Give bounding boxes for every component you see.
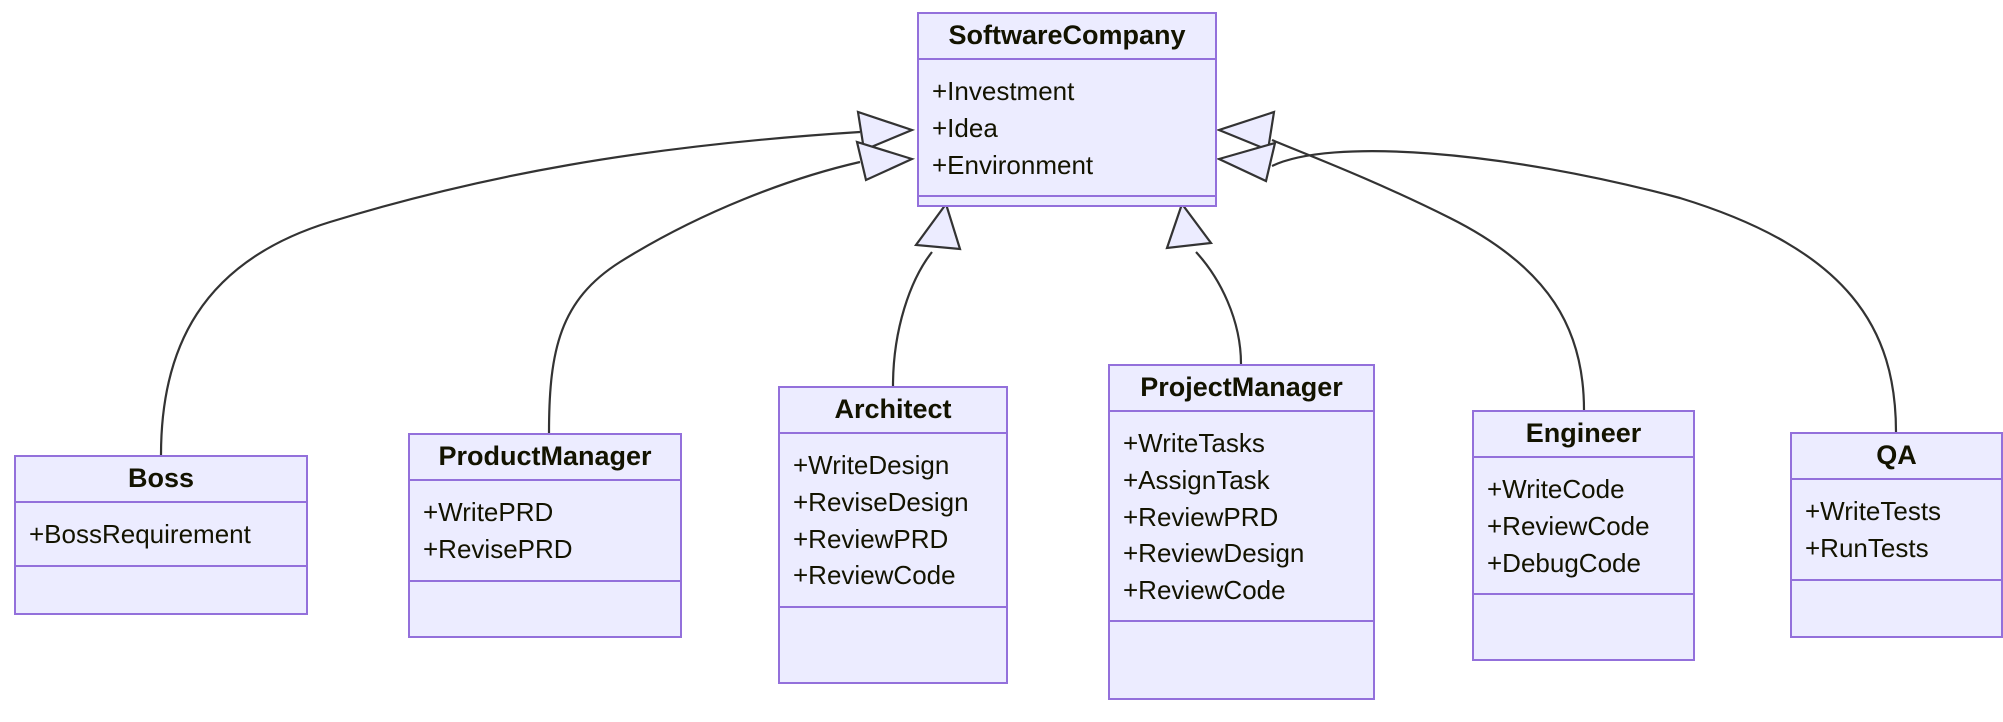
compartment-divider (16, 501, 306, 504)
class-title-qa: QA (1876, 440, 1917, 470)
compartment-divider (1792, 578, 2001, 581)
class-node-productmanager[interactable]: ProductManager +WritePRD +RevisePRD (408, 433, 682, 638)
class-attribute: +WriteTests (1805, 496, 1942, 527)
compartment-divider (16, 564, 306, 567)
compartment-divider (1110, 410, 1373, 413)
class-attributes-productmanager: +WritePRD +RevisePRD (410, 481, 680, 579)
class-title-engineer: Engineer (1525, 418, 1642, 448)
class-title-architect: Architect (834, 394, 952, 424)
class-attribute: +WriteDesign (793, 450, 950, 481)
class-methods-qa (1792, 581, 2001, 630)
arrowhead-engineer (1215, 110, 1276, 152)
class-attribute: +WriteCode (1487, 474, 1625, 505)
class-methods-engineer (1474, 595, 1693, 644)
class-attribute: +ReviewCode (1123, 574, 1286, 605)
class-attribute: +ReviewDesign (1123, 538, 1305, 569)
class-methods-projectmanager (1110, 622, 1373, 671)
arrowhead-qa (1215, 141, 1277, 183)
class-attribute: +Idea (932, 112, 998, 143)
compartment-divider (410, 479, 680, 482)
class-attributes-boss: +BossRequirement (16, 503, 306, 565)
class-attributes-projectmanager: +WriteTasks +AssignTask +ReviewPRD +Revi… (1110, 412, 1373, 620)
class-methods-productmanager (410, 582, 680, 631)
class-node-engineer[interactable]: Engineer +WriteCode +ReviewCode +DebugCo… (1472, 410, 1695, 661)
class-methods-boss (16, 567, 306, 616)
compartment-divider (1110, 620, 1373, 623)
class-attribute: +ReviewPRD (793, 523, 949, 554)
class-node-architect[interactable]: Architect +WriteDesign +ReviseDesign +Re… (778, 386, 1008, 684)
class-title-softwarecompany: SoftwareCompany (948, 20, 1186, 50)
class-attribute: +ReviewPRD (1123, 501, 1279, 532)
class-attribute: +ReviseDesign (793, 486, 969, 517)
class-attribute: +ReviewCode (1487, 510, 1650, 541)
class-attributes-softwarecompany: +Investment +Idea +Environment (919, 60, 1215, 195)
arrowhead-productmanager (855, 140, 916, 182)
class-attribute: +RunTests (1805, 532, 1929, 563)
compartment-divider (780, 605, 1006, 608)
class-title-productmanager: ProductManager (438, 441, 652, 471)
class-node-boss[interactable]: Boss +BossRequirement (14, 455, 308, 615)
arrowhead-boss (856, 110, 916, 152)
class-attribute: +Investment (932, 76, 1075, 107)
class-attributes-engineer: +WriteCode +ReviewCode +DebugCode (1474, 458, 1693, 593)
compartment-divider (919, 195, 1215, 198)
class-attribute: +WriteTasks (1123, 428, 1265, 459)
compartment-divider (780, 432, 1006, 435)
class-node-softwarecompany[interactable]: SoftwareCompany +Investment +Idea +Envir… (917, 12, 1217, 207)
edge-boss-to-softwarecompany (159, 130, 861, 456)
compartment-divider (1792, 478, 2001, 481)
class-attribute: +AssignTask (1123, 464, 1270, 495)
class-attribute: +RevisePRD (423, 533, 573, 564)
class-attributes-qa: +WriteTests +RunTests (1792, 480, 2001, 578)
class-title-boss: Boss (127, 463, 195, 493)
compartment-divider (1474, 593, 1693, 596)
class-node-qa[interactable]: QA +WriteTests +RunTests (1790, 432, 2003, 638)
edge-architect-to-softwarecompany (891, 251, 933, 387)
class-attribute: +BossRequirement (29, 519, 251, 550)
compartment-divider (1474, 456, 1693, 459)
compartment-divider (410, 579, 680, 582)
edge-projectmanager-to-softwarecompany (1195, 251, 1243, 365)
class-node-projectmanager[interactable]: ProjectManager +WriteTasks +AssignTask +… (1108, 364, 1375, 700)
class-attribute: +WritePRD (423, 497, 554, 528)
class-methods-softwarecompany (919, 197, 1215, 246)
class-attribute: +ReviewCode (793, 560, 956, 591)
class-attributes-architect: +WriteDesign +ReviseDesign +ReviewPRD +R… (780, 434, 1006, 605)
class-methods-architect (780, 608, 1006, 657)
class-attribute: +Environment (932, 149, 1094, 180)
compartment-divider (919, 58, 1215, 61)
class-title-projectmanager: ProjectManager (1140, 372, 1343, 402)
class-attribute: +DebugCode (1487, 547, 1641, 578)
